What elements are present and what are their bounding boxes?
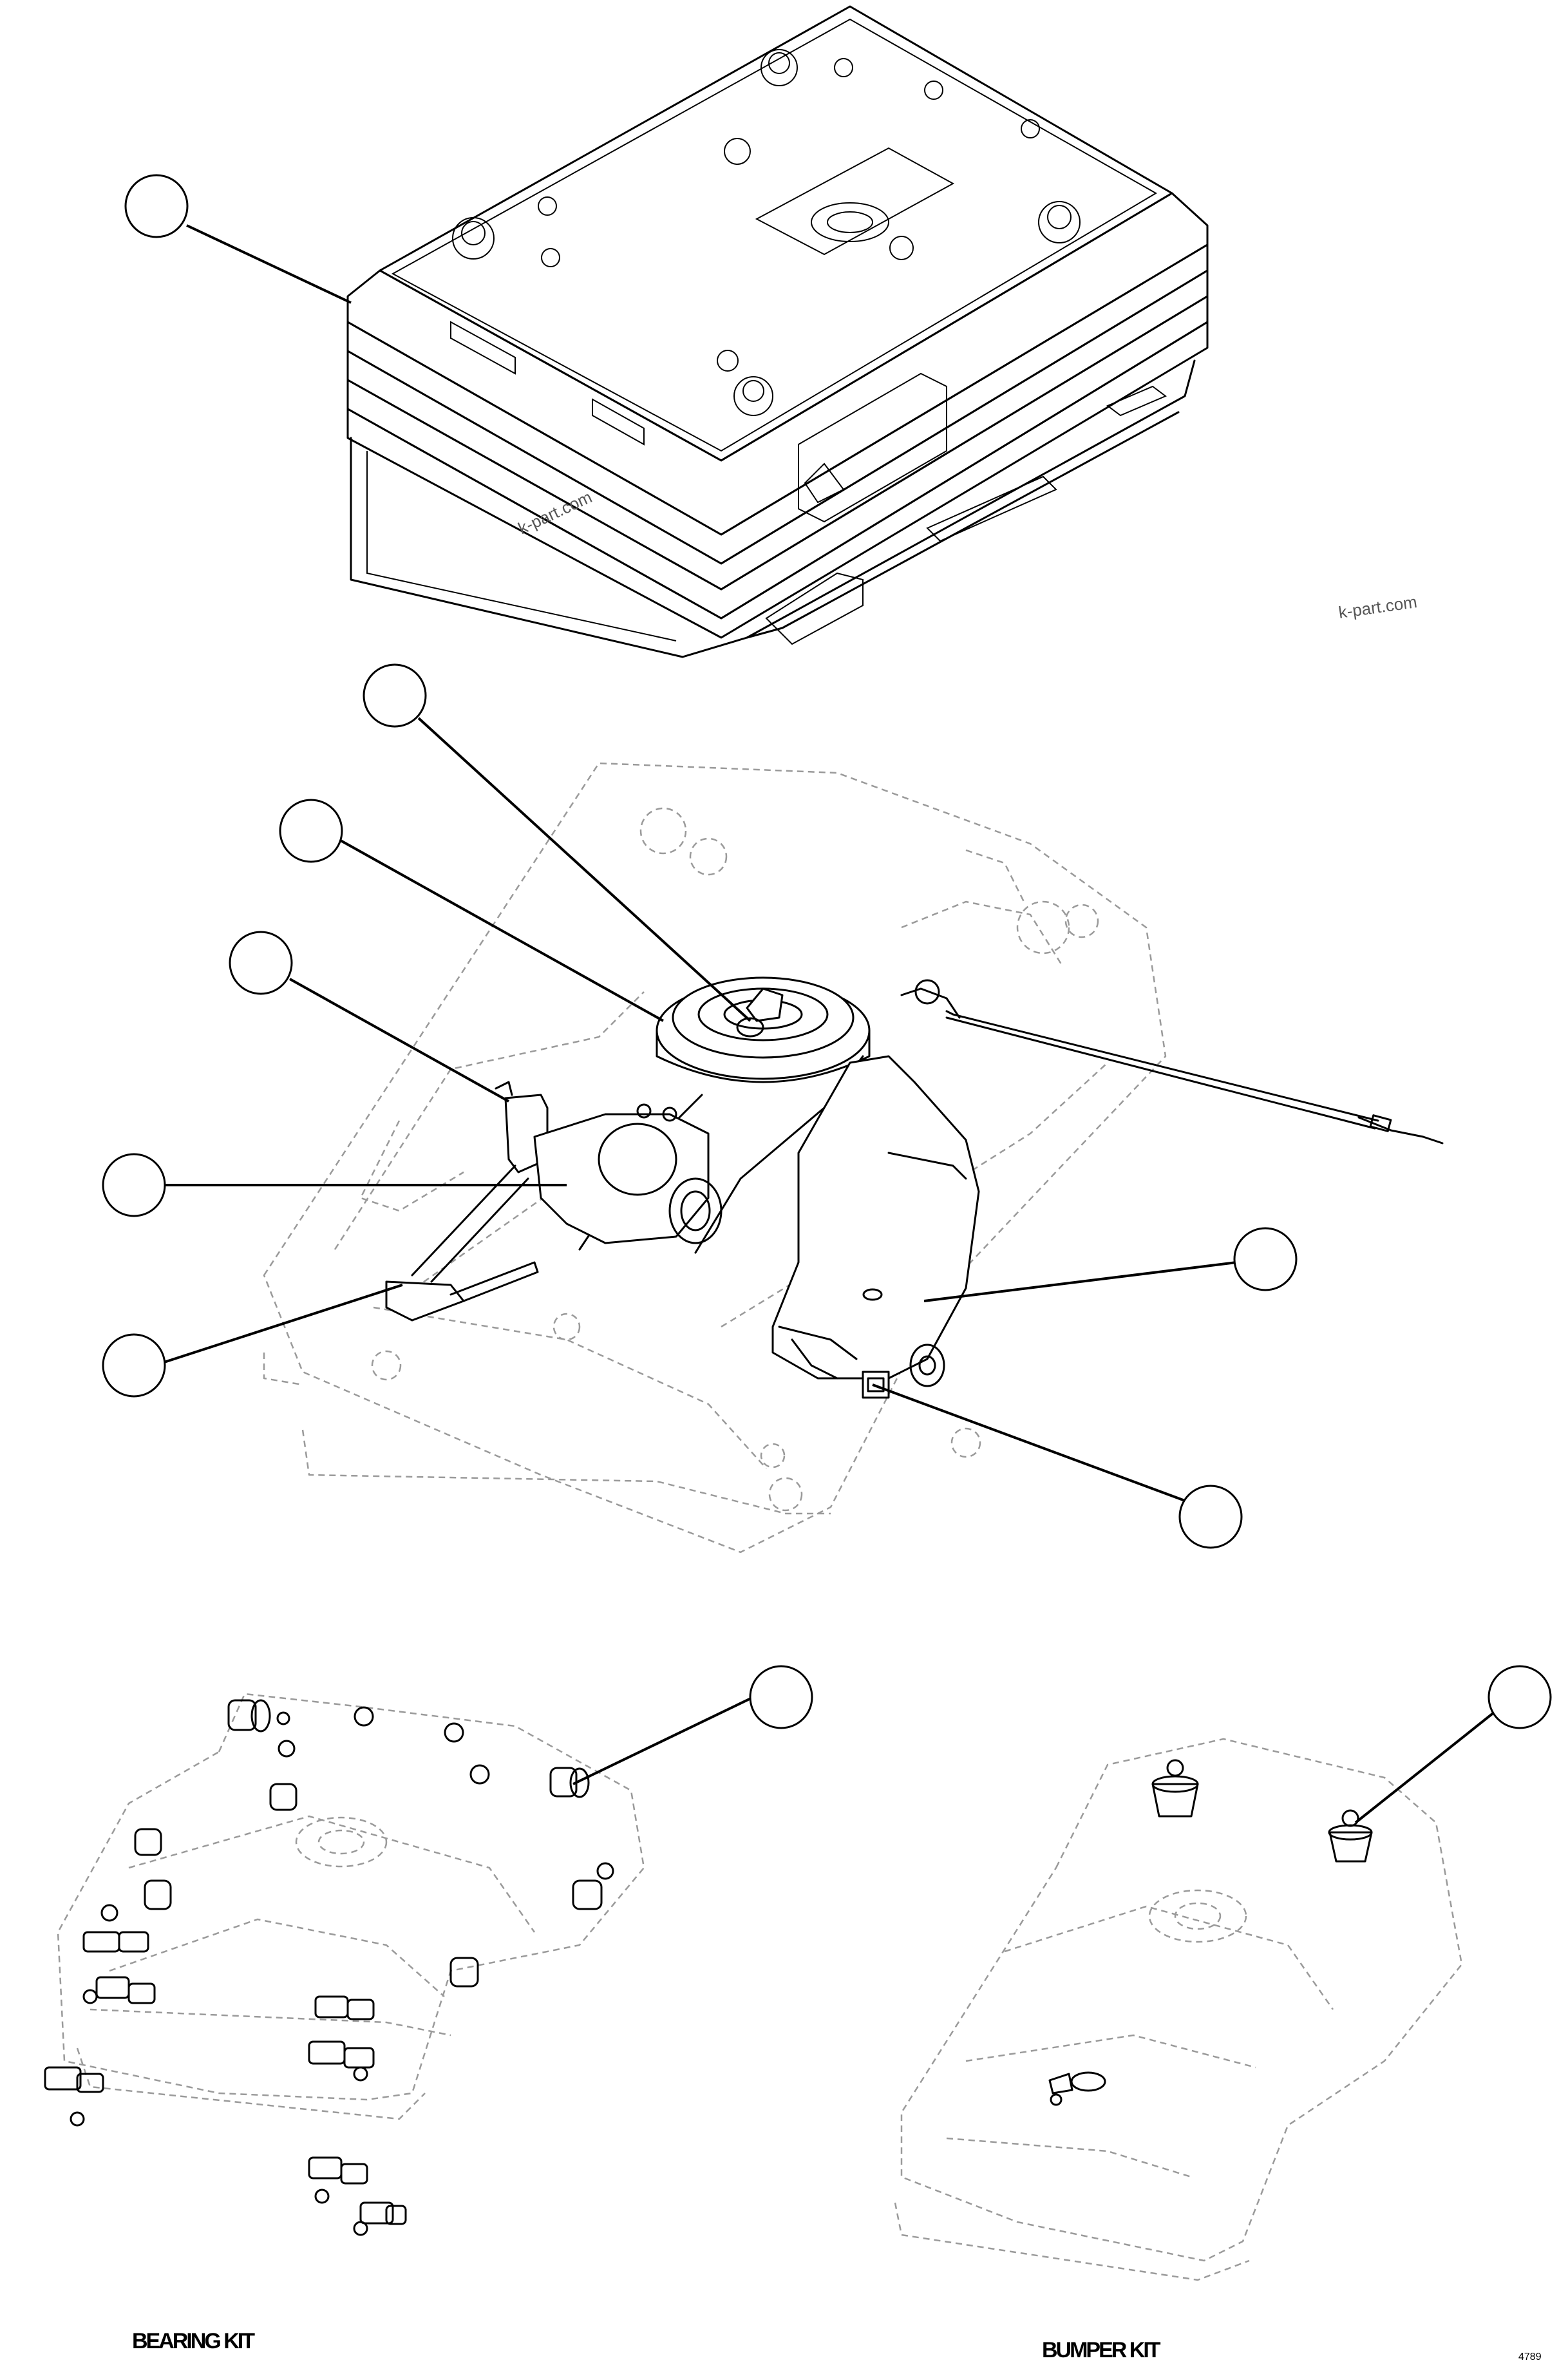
callout-air-spring — [279, 799, 343, 863]
watermark-text: k-part.com — [1337, 592, 1419, 622]
callout-gas-spring-fitting — [363, 663, 427, 728]
callout-bumper-kit — [1488, 1665, 1552, 1729]
callout-seat-suspension-assembly — [124, 174, 189, 238]
bearing-kit-label: BEARING KIT — [132, 2329, 255, 2353]
bumper-kit-label: BUMPER KIT — [1042, 2338, 1161, 2362]
figure-number: 4789 — [1518, 2351, 1542, 2362]
callout-compressor — [102, 1153, 166, 1217]
suspension-ghost-frame — [263, 762, 1167, 1553]
bearing-kit-drawing — [44, 1693, 645, 2236]
callout-bracket — [229, 931, 293, 995]
callout-circles — [102, 174, 1552, 1729]
bumper-kit-drawing — [894, 1738, 1463, 2281]
callout-bearing-kit — [749, 1665, 813, 1729]
callout-leaders — [164, 224, 1515, 1824]
callout-control-valve-housing — [1233, 1227, 1298, 1291]
suspension-assembly-drawing — [346, 5, 1209, 658]
callout-valve-switch — [1178, 1485, 1243, 1549]
callout-guide-clip — [102, 1333, 166, 1398]
exploded-parts — [385, 976, 1444, 1399]
